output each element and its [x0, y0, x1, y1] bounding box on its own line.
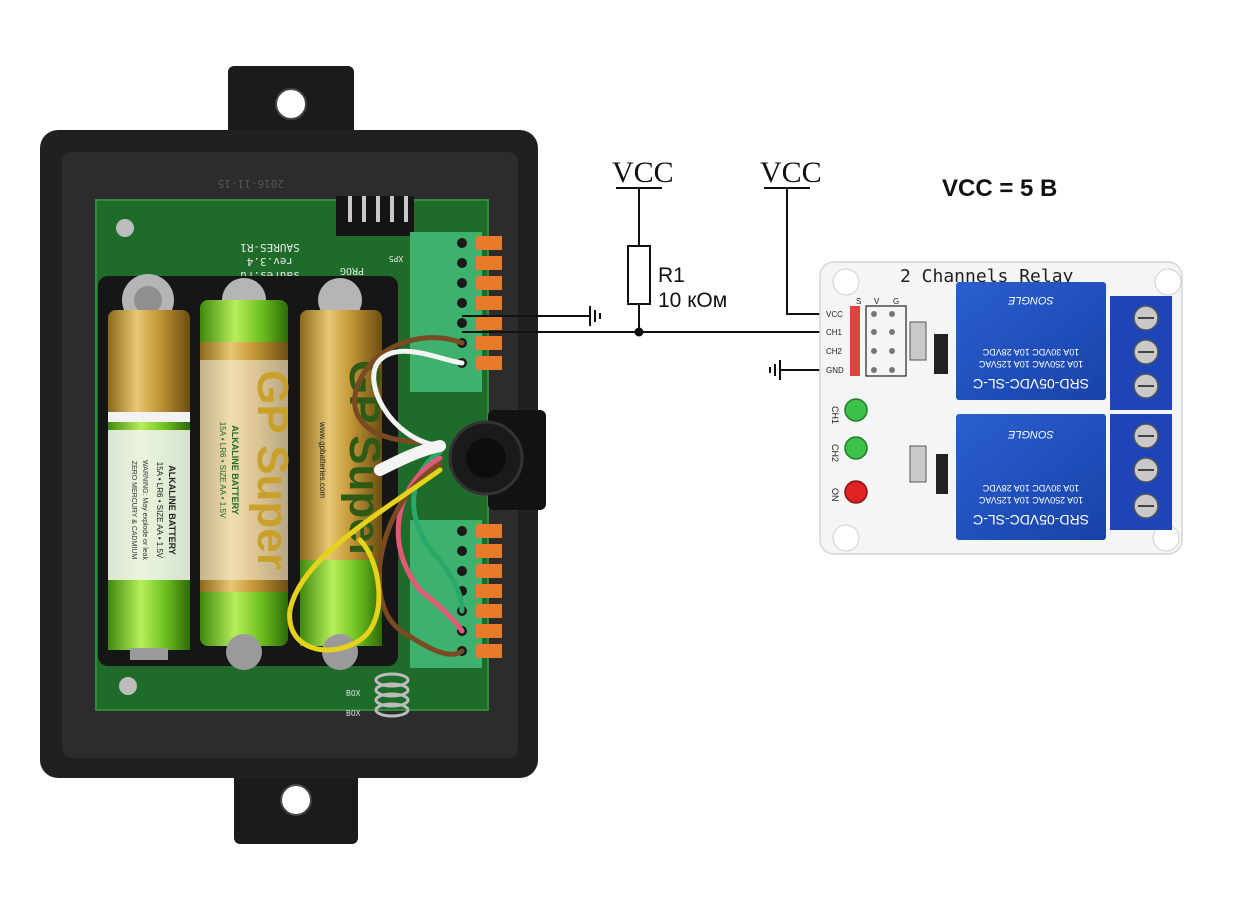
pin-label-ch2: CH2 [826, 347, 843, 356]
resistor-value: 10 кОм [658, 289, 727, 312]
relay-rating: 10A 30VDC 10A 28VDC [982, 347, 1079, 357]
device-enclosure: SAURES-R1 rev.3.4 saures.ru 2016-11-15 2… [40, 66, 546, 844]
vcc-label-left: VCC [612, 156, 674, 189]
prog-header [336, 196, 414, 236]
battery-1: ALKALINE BATTERY 15A • LR6 • SIZE AA • 1… [108, 274, 190, 660]
diode [934, 334, 948, 374]
led-ch2 [844, 436, 868, 460]
schematic: VCC R1 10 кОм VCC VCC = 5 B [462, 156, 1057, 380]
relay-1: SRD-05VDC-SL-C 10A 250VAC 10A 125VAC 10A… [956, 282, 1106, 400]
header-letter: S [856, 297, 861, 306]
pin-label-vcc: VCC [826, 310, 843, 319]
led-ch1 [844, 398, 868, 422]
box-label: BOX [346, 709, 361, 718]
battery-spring [374, 672, 410, 718]
battery-spec: 15A • LR6 • SIZE AA • 1.5V [218, 422, 227, 519]
relay-model: SRD-05VDC-SL-C [973, 376, 1089, 392]
bottom-mount-hole [280, 784, 312, 816]
relay-brand: SONGLE [1007, 428, 1054, 440]
smd-component [909, 321, 927, 361]
led-label-ch1: CH1 [830, 406, 840, 424]
terminal-block-top [410, 232, 502, 392]
ground-symbol-device [589, 306, 601, 326]
supply-note: VCC = 5 B [942, 175, 1057, 202]
pcb-xp5-label: XP5 [389, 254, 404, 263]
screw-terminal-1 [1110, 296, 1172, 410]
smd-component [909, 445, 927, 483]
ground-symbol-relay [769, 360, 781, 380]
header-letter: V [874, 297, 880, 306]
pcb-text: rev.3.4 [246, 255, 293, 268]
pcb-screw [119, 677, 137, 695]
screw-terminal-2 [1110, 414, 1172, 530]
vcc-label-right: VCC [760, 156, 822, 189]
relay-title: 2 Channels Relay [900, 266, 1074, 287]
relay-mount-hole [1154, 268, 1182, 296]
pcb-screw [116, 219, 134, 237]
cable-gland [448, 410, 546, 510]
pcb-text: 2016-11-15 [218, 177, 284, 190]
pcb-prog-label: PROG [340, 265, 364, 276]
led-power [844, 480, 868, 504]
relay-module: 2 Channels Relay S V G VCC CH1 CH2 GND C… [819, 261, 1183, 555]
relay-brand: SONGLE [1007, 294, 1054, 306]
battery-brand: GP Super [248, 370, 297, 570]
battery-2: GP Super ALKALINE BATTERY 15A • LR6 • SI… [200, 278, 297, 670]
led-label-on: ON [830, 488, 840, 502]
pin-label-ch1: CH1 [826, 328, 843, 337]
pin-label-gnd: GND [826, 366, 844, 375]
battery-type: ALKALINE BATTERY [167, 465, 177, 555]
pcb-text: SAURES-R1 [240, 241, 300, 254]
relay-model: SRD-05VDC-SL-C [973, 512, 1089, 528]
header-letter: G [893, 297, 899, 306]
relay-mount-hole [832, 524, 860, 552]
resistor-ref: R1 [658, 264, 685, 287]
relay-rating: 10A 250VAC 10A 125VAC [978, 495, 1083, 505]
relay-mount-hole [832, 268, 860, 296]
led-label-ch2: CH2 [830, 444, 840, 462]
diode [936, 454, 948, 494]
top-mount-hole [275, 88, 307, 120]
wire-bundle [287, 335, 465, 657]
battery-warning: WARNING: May explode or leak [141, 460, 148, 561]
relay-2: SRD-05VDC-SL-C 10A 250VAC 10A 125VAC 10A… [956, 414, 1106, 540]
relay-rating: 10A 250VAC 10A 125VAC [978, 359, 1083, 369]
resistor-r1 [627, 245, 651, 305]
battery-note: ZERO MERCURY & CADMIUM [130, 461, 137, 560]
pin-header [850, 305, 907, 377]
battery-website: www.gpbatteries.com [318, 421, 327, 498]
box-label: BOX [346, 689, 361, 698]
battery-type: ALKALINE BATTERY [230, 425, 240, 515]
battery-spec: 15A • LR6 • SIZE AA • 1.5V [155, 462, 164, 559]
relay-rating: 10A 30VDC 10A 28VDC [982, 483, 1079, 493]
battery-brand: GP Super [340, 360, 389, 560]
